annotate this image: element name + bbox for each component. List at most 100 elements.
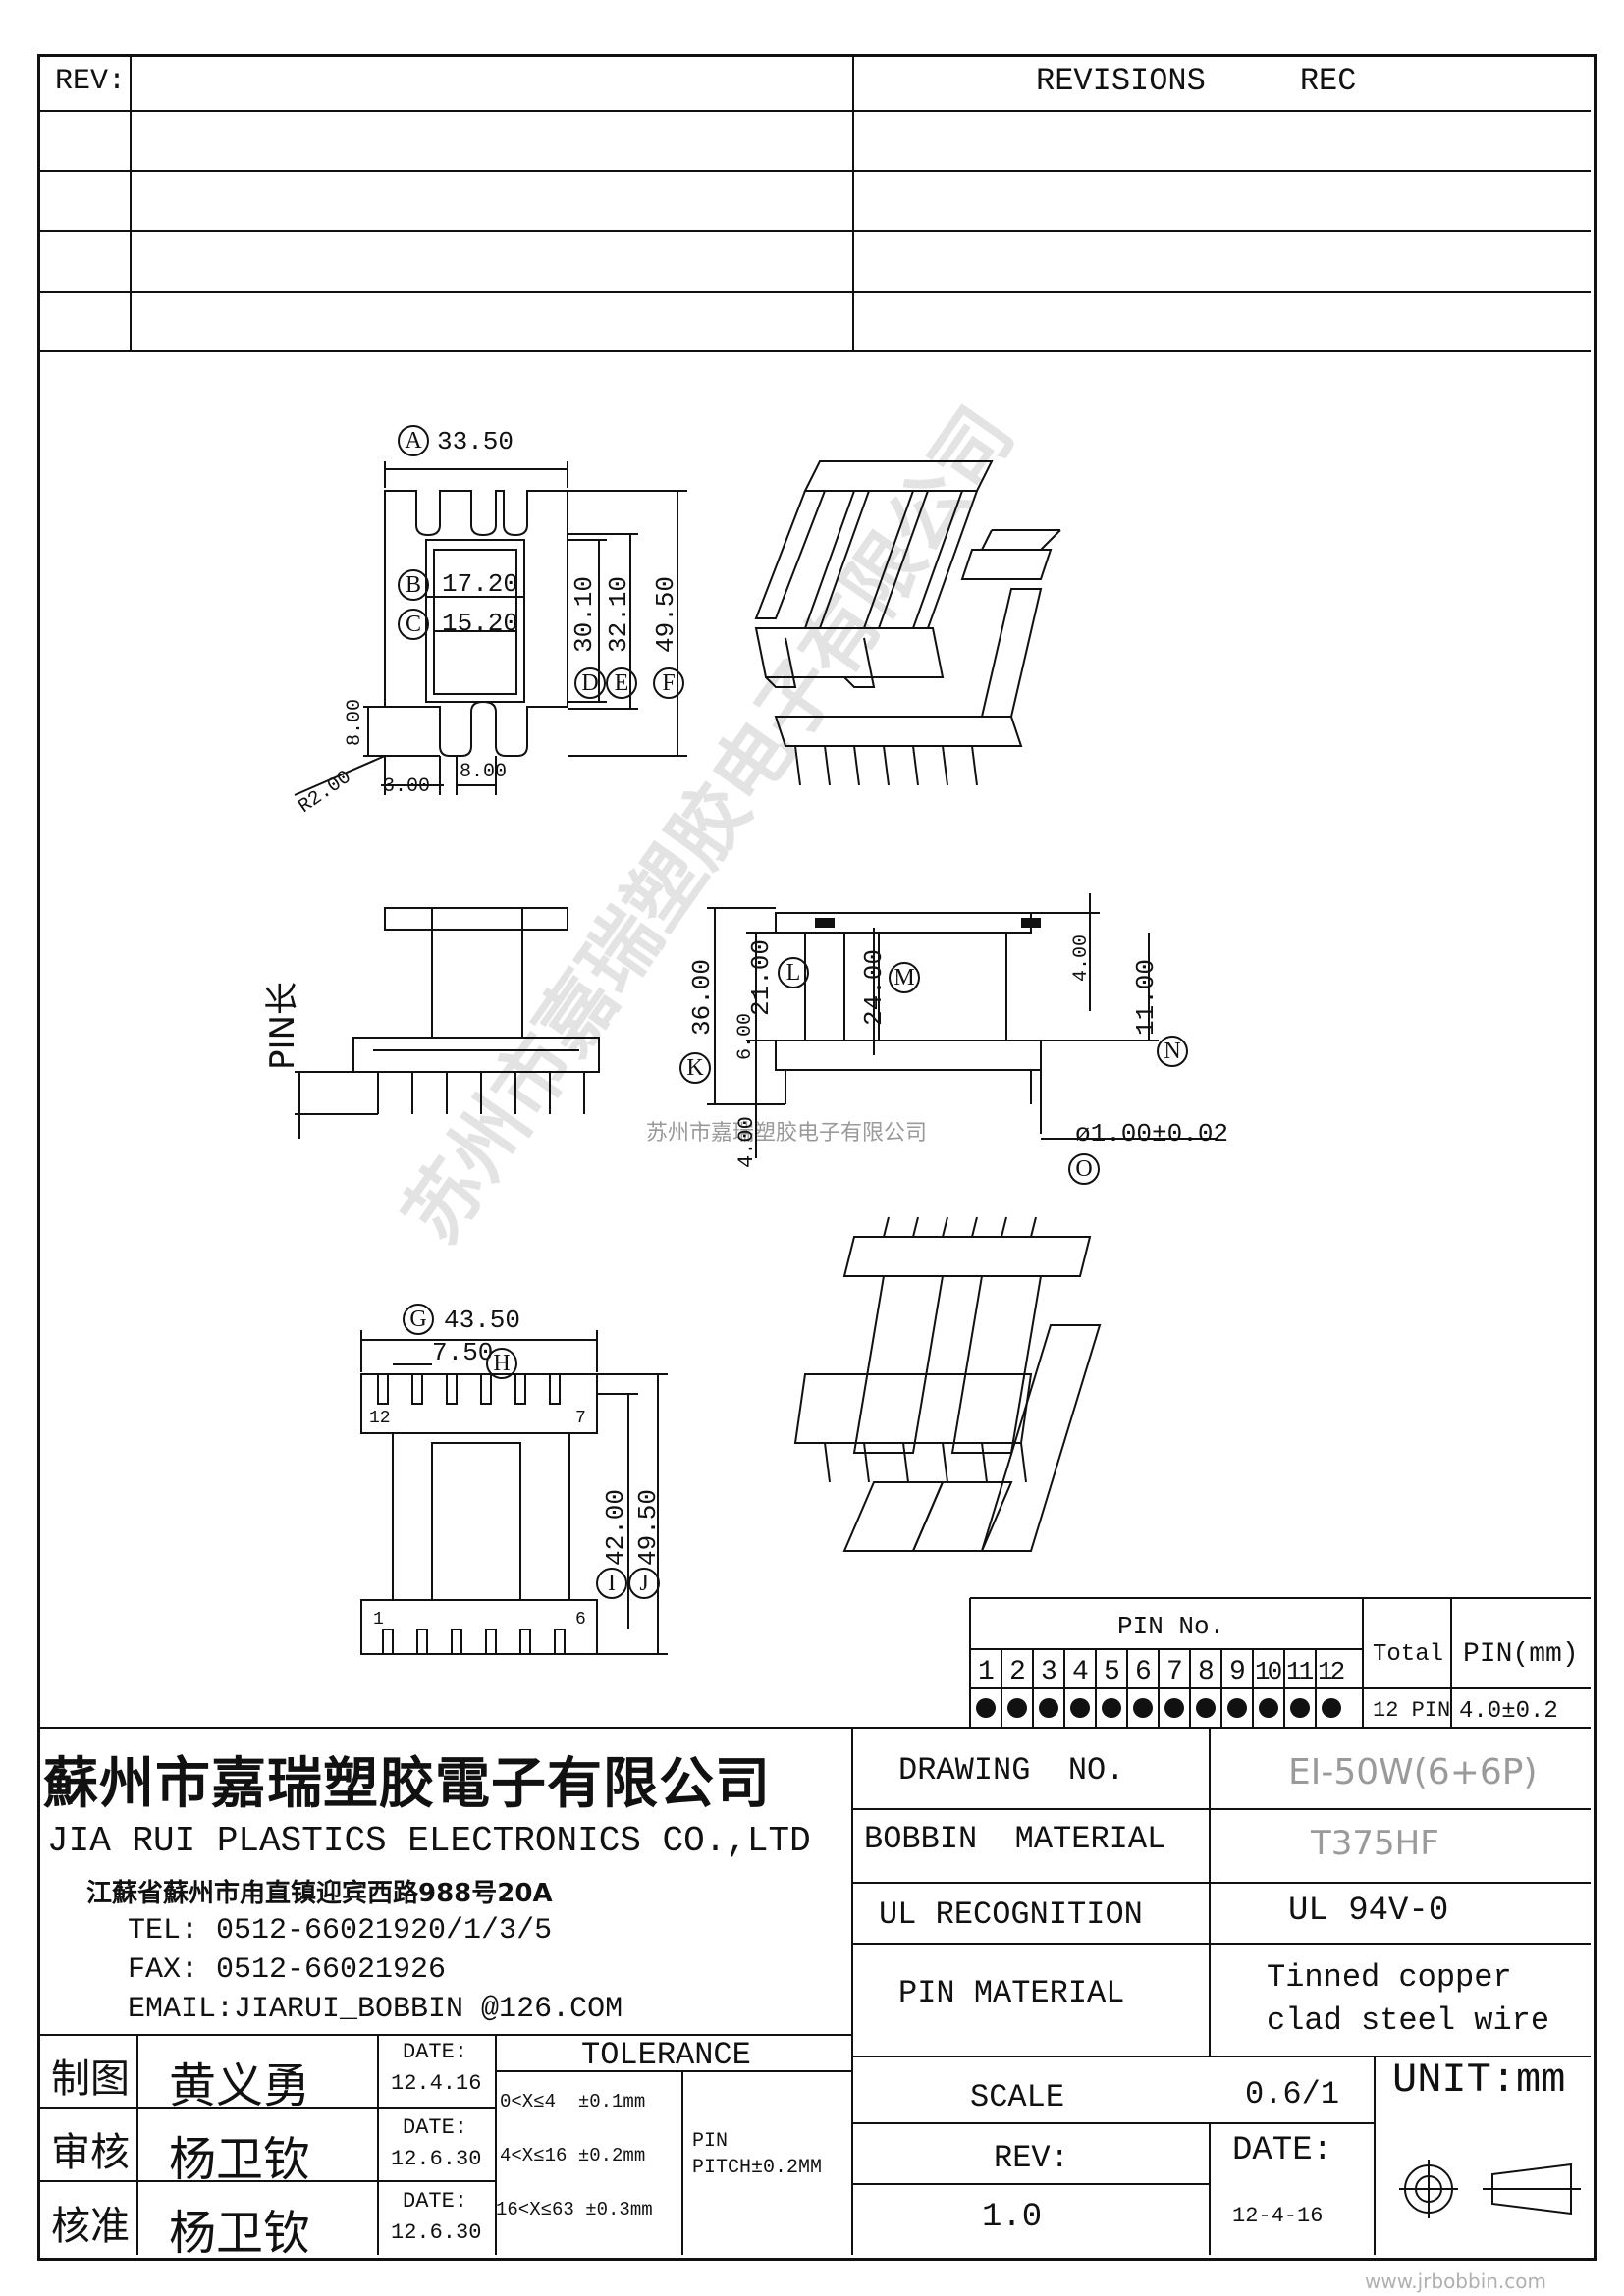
dim-m-value: 24.00: [859, 948, 889, 1026]
rev-label: REV:: [55, 65, 127, 98]
pin-dot: [1290, 1698, 1310, 1718]
tolerance-pin-label: PIN: [692, 2130, 729, 2153]
unit-label: UNIT:mm: [1392, 2056, 1566, 2104]
pin-number-cell: 1: [978, 1657, 995, 1687]
dim-f-value: 49.50: [651, 575, 680, 653]
dim-k-value: 36.00: [687, 958, 717, 1036]
company-name-cn: 蘇州市嘉瑞塑胶電子有限公司: [43, 1752, 771, 1816]
dim-label-m: M: [889, 962, 920, 993]
pin-number-cell: 11: [1286, 1657, 1314, 1686]
dim-bottom-8: 8.00: [460, 761, 508, 783]
signoff-date: 12.6.30: [391, 2220, 482, 2245]
dim-label-h: H: [486, 1348, 517, 1379]
tolerance-row: 0<X≤4 ±0.1mm: [500, 2091, 646, 2112]
dim-label-c: C: [398, 609, 429, 640]
signoff-date-label: DATE:: [403, 2040, 468, 2064]
dim-l-value: 21.00: [746, 938, 776, 1016]
signoff-role: 核准: [51, 2204, 130, 2249]
dim-label-n: N: [1157, 1036, 1188, 1067]
pin-number-6: 6: [575, 1610, 586, 1629]
pin-material-label: PIN MATERIAL: [898, 1975, 1125, 2011]
pin-dot: [1164, 1698, 1184, 1718]
signoff-name: 黄义勇: [169, 2058, 311, 2113]
drawing-no-value: EI-50W(6+6P): [1288, 1752, 1538, 1792]
bobbin-material-value: T375HF: [1311, 1824, 1439, 1863]
signoff-date-label: DATE:: [403, 2189, 468, 2214]
scale-label: SCALE: [970, 2079, 1065, 2115]
pin-number-1: 1: [373, 1610, 384, 1629]
signoff-date: 12.6.30: [391, 2147, 482, 2171]
signoff-date-label: DATE:: [403, 2115, 468, 2140]
watermark-url: www.jrbobbin.com: [1365, 2269, 1546, 2293]
dim-left-8: 8.00: [344, 698, 366, 746]
dim-e-value: 32.10: [604, 575, 633, 653]
company-address: 江蘇省蘇州市甪直镇迎宾西路988号20A: [86, 1879, 553, 1908]
dim-o-value: ø1.00±0.02: [1075, 1119, 1229, 1148]
revisions-header: REVISIONS REC: [1036, 63, 1357, 99]
ul-recognition-value: UL 94V-0: [1288, 1893, 1449, 1930]
pin-mm-value: 4.0±0.2: [1459, 1698, 1558, 1725]
scale-value: 0.6/1: [1245, 2076, 1340, 2112]
dim-label-k: K: [679, 1052, 711, 1084]
pin-table-header: PIN No.: [1117, 1612, 1225, 1641]
signoff-role: 审核: [51, 2130, 130, 2175]
dim-label-l: L: [778, 957, 809, 988]
company-name-en: JIA RUI PLASTICS ELECTRONICS CO.,LTD: [47, 1821, 811, 1861]
dim-six: 6.00: [734, 1012, 757, 1060]
pin-number-cell: 6: [1135, 1657, 1152, 1687]
dim-label-g: G: [403, 1304, 434, 1335]
tolerance-row: 16<X≤63 ±0.3mm: [496, 2199, 653, 2220]
drawing-no-label: DRAWING NO.: [898, 1752, 1125, 1789]
pin-dot: [1196, 1698, 1216, 1718]
dim-i-value: 42.00: [601, 1488, 630, 1566]
pin-dot: [1102, 1698, 1121, 1718]
dim-d-value: 30.10: [569, 575, 599, 653]
dim-label-j: J: [628, 1568, 660, 1599]
dim-top-4: 4.00: [1070, 934, 1093, 982]
dim-n-value: 11.00: [1131, 958, 1161, 1036]
pin-number-cell: 5: [1104, 1657, 1120, 1687]
dim-label-d: D: [574, 667, 606, 699]
dim-label-e: E: [606, 667, 637, 699]
dim-h-value: 7.50: [432, 1338, 494, 1367]
signoff-name: 杨卫钦: [169, 2132, 311, 2187]
dim-label-f: F: [653, 667, 684, 699]
pin-dot: [976, 1698, 996, 1718]
date-value: 12-4-16: [1232, 2204, 1324, 2228]
pin-number-cell: 4: [1072, 1657, 1089, 1687]
pin-dot: [1133, 1698, 1153, 1718]
ul-recognition-label: UL RECOGNITION: [879, 1896, 1143, 1933]
dim-c-value: 15.20: [442, 609, 519, 638]
pin-dot: [1322, 1698, 1341, 1718]
pin-material-value-2: clad steel wire: [1267, 2002, 1550, 2039]
tolerance-title: TOLERANCE: [581, 2037, 751, 2073]
pin-dot: [1070, 1698, 1090, 1718]
dim-label-b: B: [398, 569, 429, 601]
drawing-frame: [37, 54, 1597, 2261]
signoff-name: 杨卫钦: [169, 2206, 311, 2261]
pin-number-7: 7: [575, 1409, 586, 1428]
rev-label-block: REV:: [994, 2140, 1069, 2176]
pin-total-value: 12 PIN: [1373, 1698, 1451, 1723]
signoff-role: 制图: [51, 2056, 130, 2102]
rev-value: 1.0: [982, 2199, 1043, 2236]
company-fax: FAX: 0512-66021926: [128, 1953, 447, 1987]
dim-label-i: I: [596, 1568, 627, 1599]
company-email: EMAIL:JIARUI_BOBBIN @126.COM: [128, 1993, 623, 2026]
dim-bottom-3: 3.00: [383, 775, 431, 798]
pin-dot: [1227, 1698, 1247, 1718]
pin-dot: [1007, 1698, 1027, 1718]
dim-bottom-4: 4.00: [734, 1116, 759, 1168]
pin-number-cell: 12: [1318, 1657, 1345, 1686]
pin-material-value-1: Tinned copper: [1267, 1959, 1512, 1996]
tolerance-pin-pitch: PITCH±0.2MM: [692, 2157, 823, 2179]
dim-label-a: A: [398, 425, 429, 456]
tolerance-row: 4<X≤16 ±0.2mm: [500, 2145, 646, 2166]
pin-dot: [1039, 1698, 1058, 1718]
pin-dot: [1259, 1698, 1278, 1718]
date-label-block: DATE:: [1232, 2132, 1333, 2169]
pin-length-label: PIN长: [263, 982, 302, 1070]
pin-number-cell: 3: [1041, 1657, 1057, 1687]
pin-number-cell: 2: [1009, 1657, 1026, 1687]
